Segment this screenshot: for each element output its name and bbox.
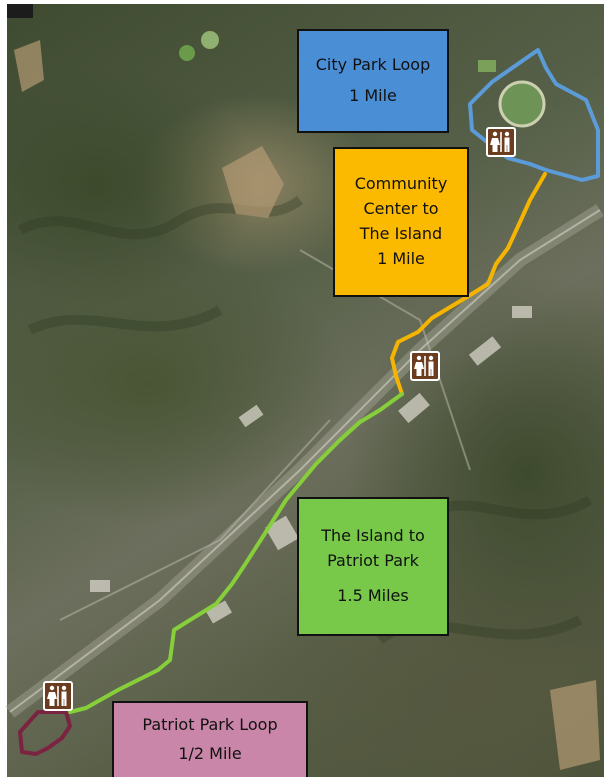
community-center-label: Community Center to The Island 1 Mile: [333, 147, 469, 297]
restroom-icon: [490, 131, 510, 152]
community-center-line-2: Center to: [363, 199, 439, 219]
island-to-patriot-label: The Island to Patriot Park 1.5 Miles: [297, 497, 449, 636]
restroom-icon: [47, 685, 67, 706]
island-to-patriot-distance: 1.5 Miles: [337, 585, 409, 605]
city-park-loop-trail: [468, 48, 600, 182]
island-to-patriot-line-1: The Island to: [321, 526, 425, 546]
ball-fields: [179, 31, 546, 128]
corner-mark: [7, 4, 33, 18]
city-park-loop-distance: 1 Mile: [349, 86, 397, 105]
island-to-patriot-trail: [68, 392, 404, 714]
island-to-patriot-line-2: Patriot Park: [327, 551, 419, 571]
buildings: [90, 306, 532, 624]
restroom-icon: [486, 127, 516, 157]
patriot-park-loop-label: Patriot Park Loop 1/2 Mile: [112, 701, 308, 777]
restroom-icon: [410, 351, 440, 381]
patriot-park-loop-trail: [18, 710, 72, 756]
patriot-park-loop-distance: 1/2 Mile: [178, 744, 242, 763]
community-center-distance: 1 Mile: [377, 248, 425, 268]
city-park-loop-name: City Park Loop: [315, 55, 431, 75]
restroom-icon: [43, 681, 73, 711]
city-park-loop-label: City Park Loop 1 Mile: [297, 29, 449, 133]
community-center-line-1: Community: [354, 174, 448, 194]
community-center-line-3: The Island: [359, 224, 443, 243]
patriot-park-loop-name: Patriot Park Loop: [142, 715, 278, 735]
community-to-island-trail: [390, 172, 547, 396]
restroom-icon: [414, 355, 434, 376]
clearings: [14, 40, 600, 770]
